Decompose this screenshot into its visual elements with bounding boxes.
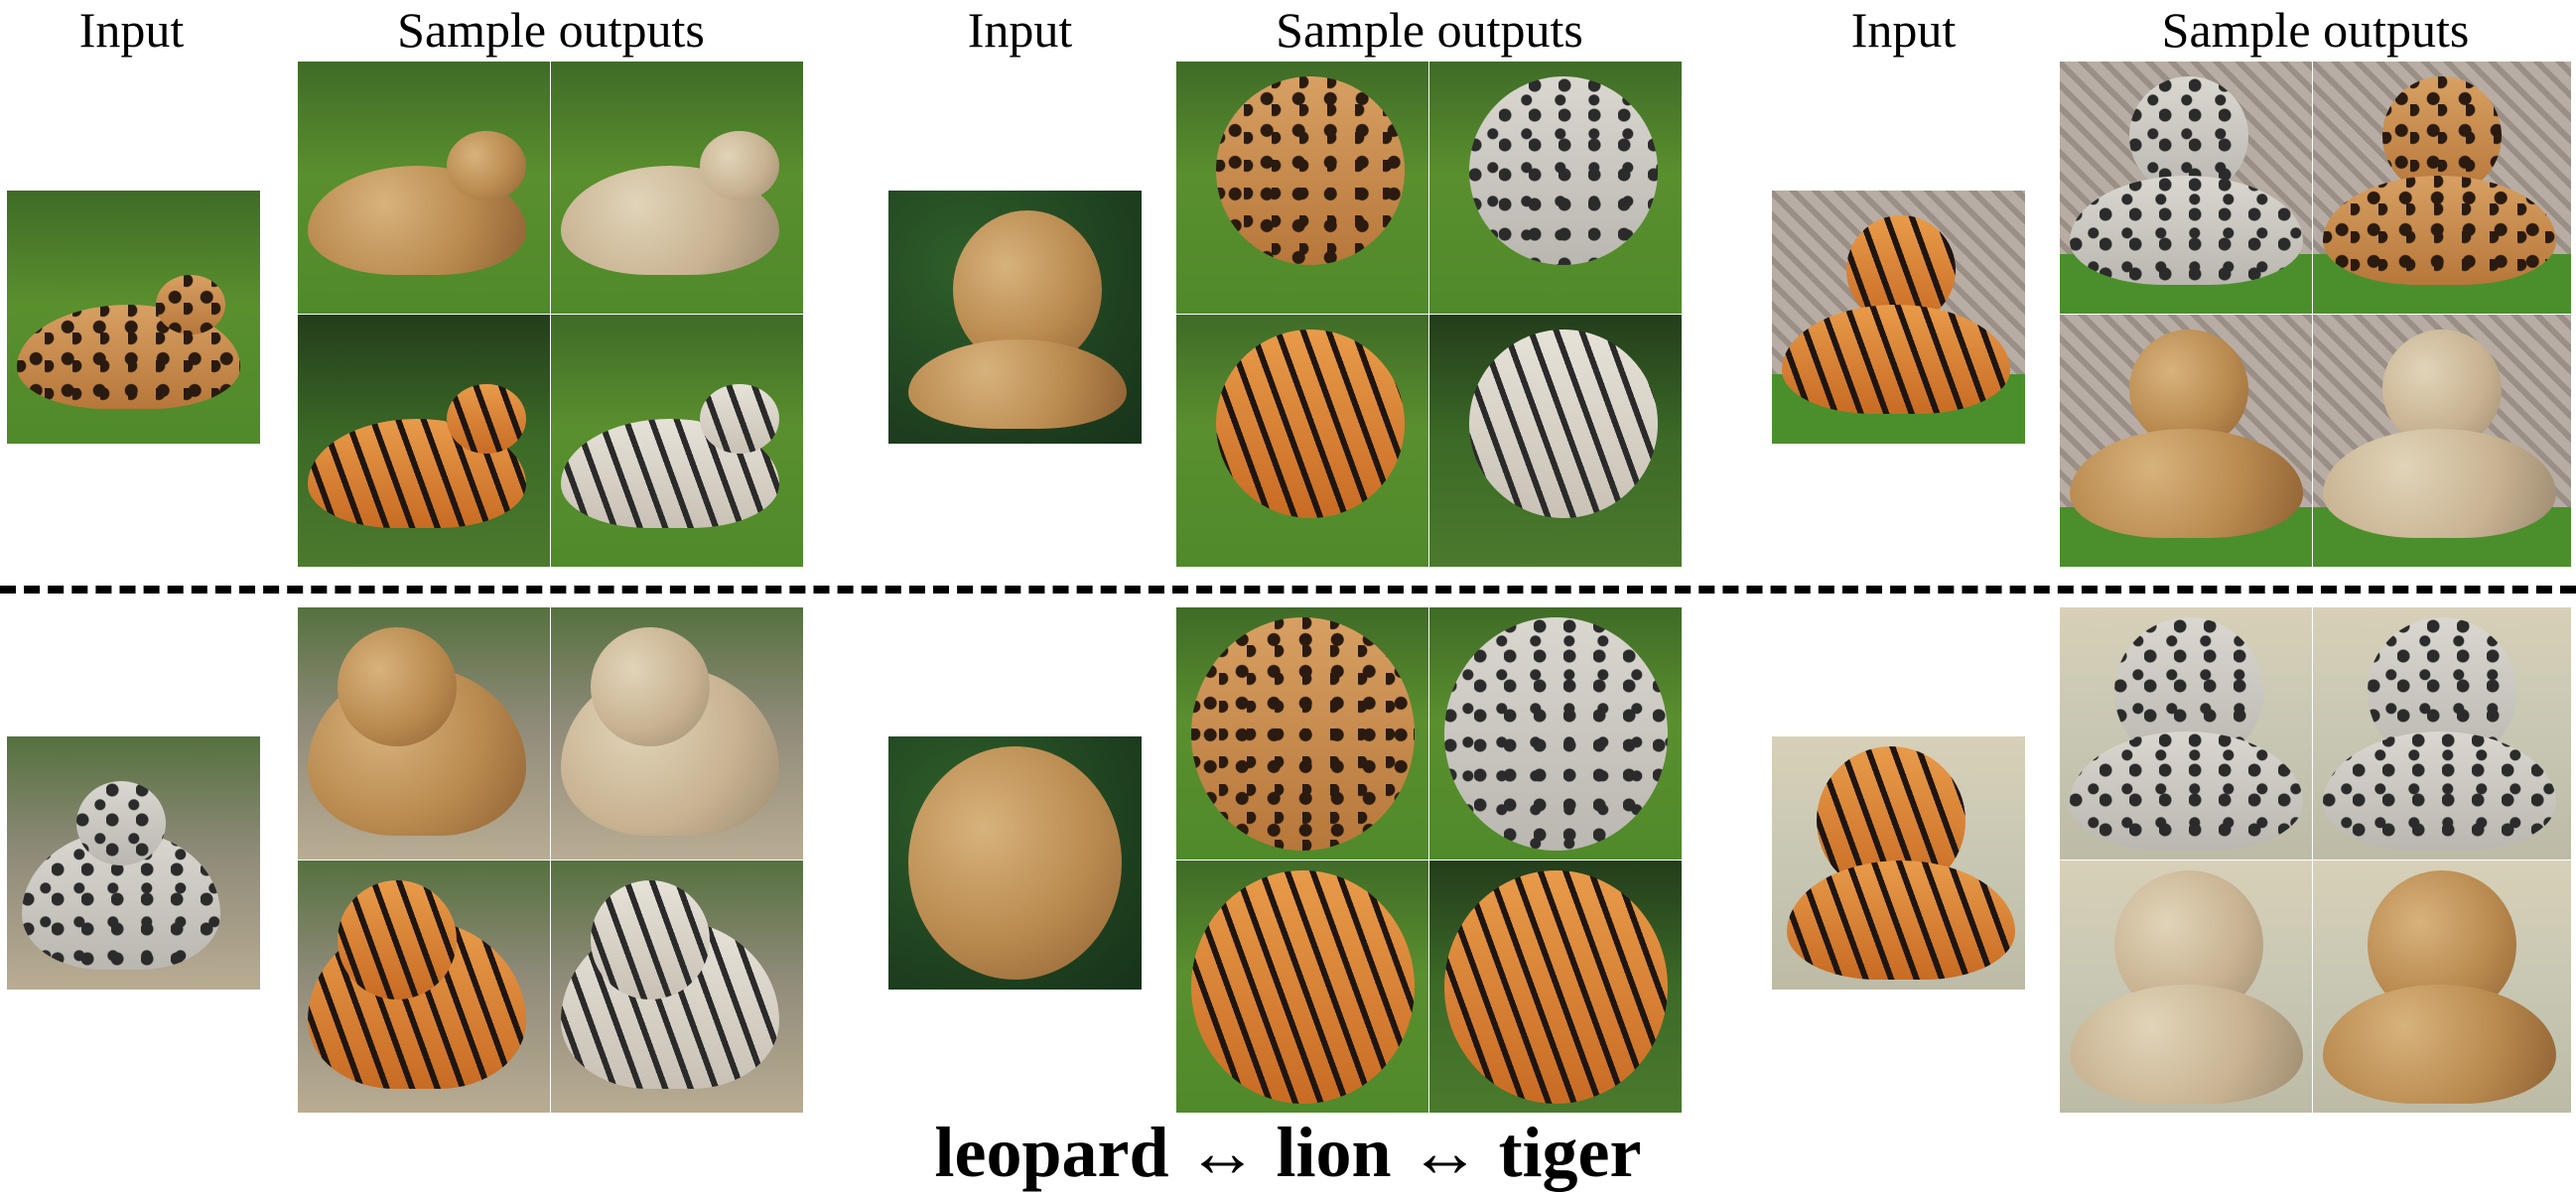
column-3-outputs-header: Sample outputs	[2161, 2, 2470, 58]
row-1-col-1-input-image	[7, 191, 260, 444]
column-1-input-header: Input	[78, 2, 185, 58]
row-1-col-1-output-2	[551, 62, 803, 314]
row-2-col-3-output-3	[2060, 861, 2312, 1113]
row-1-col-2-output-2	[1429, 62, 1682, 314]
row-2-col-1-input-image	[7, 736, 260, 990]
row-1-col-3-output-4	[2313, 315, 2571, 567]
row-1-col-2-output-1	[1176, 62, 1428, 314]
row-2-col-1-output-1	[298, 607, 550, 860]
row-2-col-2-output-4	[1429, 861, 1682, 1113]
row-2-col-3-output-1	[2060, 607, 2312, 860]
caption-text: leopard ↔ lion ↔ tiger	[934, 1113, 1642, 1192]
row-2-col-3-output-2	[2313, 607, 2571, 860]
caption: leopard ↔ lion ↔ tiger	[0, 1112, 2576, 1194]
row-2-col-1-output-3	[298, 861, 550, 1113]
row-2-col-2-output-1	[1176, 607, 1428, 860]
row-1-col-2-output-3	[1176, 315, 1428, 567]
row-1-col-1-output-4	[551, 315, 803, 567]
row-1-col-1-output-1	[298, 62, 550, 314]
column-1-outputs-header: Sample outputs	[397, 2, 705, 58]
row-1-col-3-output-2	[2313, 62, 2571, 314]
row-2-col-2-output-2	[1429, 607, 1682, 860]
row-1-col-3-input-image	[1772, 191, 2025, 444]
row-1-col-3-output-1	[2060, 62, 2312, 314]
row-2-col-2-output-3	[1176, 861, 1428, 1113]
row-divider	[0, 586, 2576, 594]
row-1-col-2-output-4	[1429, 315, 1682, 567]
row-2-col-3-output-4	[2313, 861, 2571, 1113]
column-2-outputs-header: Sample outputs	[1276, 2, 1583, 58]
column-3-input-header: Input	[1850, 2, 1957, 58]
row-2-col-1-output-4	[551, 861, 803, 1113]
column-2-input-header: Input	[967, 2, 1073, 58]
row-2-col-1-output-2	[551, 607, 803, 860]
row-2-col-3-input-image	[1772, 736, 2025, 990]
row-1-col-3-output-3	[2060, 315, 2312, 567]
row-2-col-2-input-image	[888, 736, 1142, 990]
row-1-col-1-output-3	[298, 315, 550, 567]
row-1-col-2-input-image	[888, 191, 1142, 444]
